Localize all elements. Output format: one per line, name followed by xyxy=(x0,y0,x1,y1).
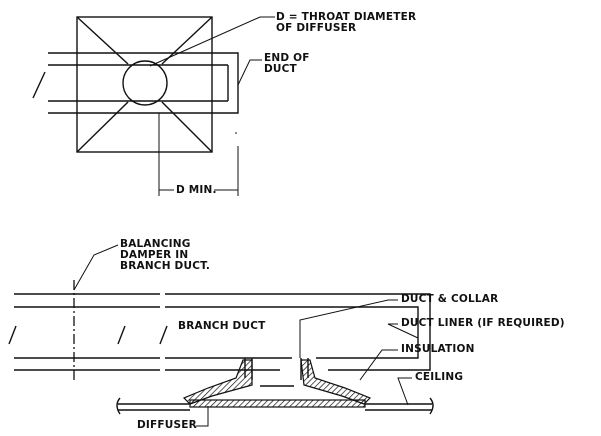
end-of-duct-label: END OF DUCT xyxy=(264,53,310,75)
throat-diameter-label: D = THROAT DIAMETER OF DIFFUSER xyxy=(276,12,416,34)
balancing-damper-label: BALANCING DAMPER IN BRANCH DUCT. xyxy=(120,239,210,272)
throat-label-line2: OF DIFFUSER xyxy=(276,22,357,34)
insulation-label: INSULATION xyxy=(401,343,475,355)
duct-liner-label: DUCT LINER (IF REQUIRED) xyxy=(401,317,565,329)
branch-duct-label: BRANCH DUCT xyxy=(178,320,266,332)
diffuser-label: DIFFUSER xyxy=(137,419,197,431)
end-label-line1: END OF xyxy=(264,52,310,64)
diffuser-plate xyxy=(189,399,366,408)
damper-line3: BRANCH DUCT. xyxy=(120,260,211,272)
duct-collar-label: DUCT & COLLAR xyxy=(401,293,499,305)
plan-view xyxy=(32,16,275,196)
damper-line2: DAMPER IN xyxy=(120,249,189,261)
dimension-label: D MIN. xyxy=(176,184,217,196)
ceiling-label: CEILING xyxy=(415,371,464,383)
damper-line1: BALANCING xyxy=(120,238,191,250)
throat-label-line1: D = THROAT DIAMETER xyxy=(276,11,417,23)
section-view xyxy=(8,244,434,427)
right-insulation xyxy=(300,359,372,405)
throat-circle xyxy=(122,60,168,106)
branch-duct xyxy=(165,293,431,371)
plan-duct xyxy=(48,52,239,114)
end-label-line2: DUCT xyxy=(264,63,297,75)
left-insulation xyxy=(182,359,253,405)
diffuser-square xyxy=(76,16,213,153)
